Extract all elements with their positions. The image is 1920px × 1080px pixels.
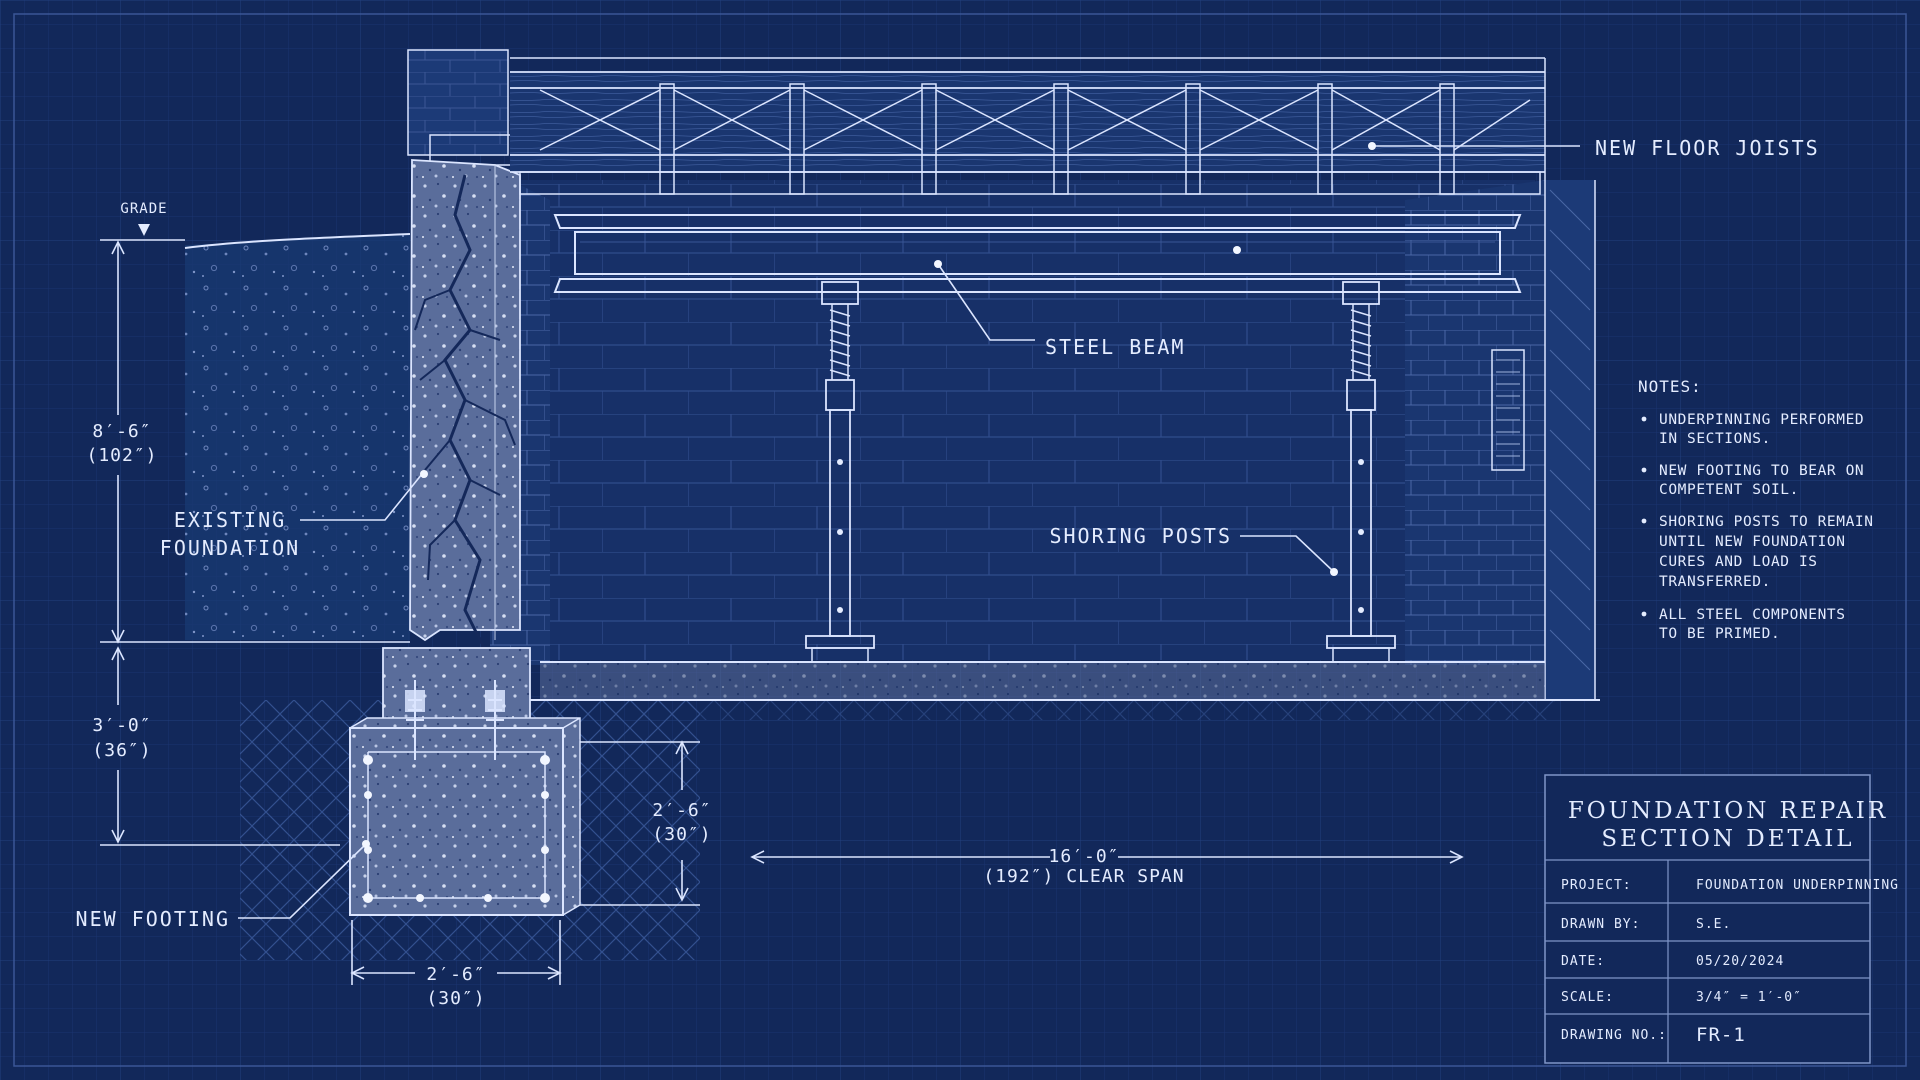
tb-key-drawing-no: DRAWING NO.:	[1561, 1028, 1667, 1043]
label-existing-foundation-2: FOUNDATION	[160, 536, 300, 560]
brick-sill	[407, 49, 531, 166]
tb-val-drawn-by: S.E.	[1696, 917, 1731, 932]
tb-key-scale: SCALE:	[1561, 990, 1614, 1005]
note-2-line-1: NEW FOOTING TO BEAR ON	[1659, 463, 1864, 479]
label-shoring-posts: SHORING POSTS	[1049, 524, 1232, 548]
label-existing-foundation-1: EXISTING	[174, 508, 286, 532]
notes-heading: NOTES:	[1638, 377, 1702, 396]
new-footing-block	[349, 680, 581, 916]
right-wall-section	[1544, 180, 1596, 700]
note-3-line-1: SHORING POSTS TO REMAIN	[1659, 514, 1874, 530]
dim-clear-span-ft: 16′-0″	[1048, 846, 1119, 867]
note-1-line-2: IN SECTIONS.	[1659, 431, 1771, 447]
note-1-line-1: UNDERPINNING PERFORMED	[1659, 412, 1864, 428]
title-line-2: SECTION DETAIL	[1601, 826, 1854, 852]
note-3-line-4: TRANSFERRED.	[1659, 574, 1771, 590]
dim-footing-depth-in: (36″)	[92, 740, 151, 761]
label-steel-beam: STEEL BEAM	[1045, 335, 1185, 359]
dim-footing-width-ft: 2′-6″	[426, 964, 485, 985]
soil-backfill	[184, 233, 411, 640]
tb-key-date: DATE:	[1561, 954, 1605, 969]
sheet-border	[13, 13, 1907, 1067]
tb-val-project: FOUNDATION UNDERPINNING	[1696, 878, 1899, 893]
floor-joist-assembly	[510, 57, 1546, 195]
title-line-1: FOUNDATION REPAIR	[1568, 798, 1888, 824]
title-block: FOUNDATION REPAIR SECTION DETAIL PROJECT…	[1544, 774, 1899, 1064]
shoring-post-right	[1326, 281, 1396, 663]
tb-key-project: PROJECT:	[1561, 878, 1632, 893]
tb-val-date: 05/20/2024	[1696, 954, 1784, 969]
note-4-line-1: ALL STEEL COMPONENTS	[1659, 607, 1846, 623]
dimension-lines	[100, 224, 1464, 985]
note-3-line-2: UNTIL NEW FOUNDATION	[1659, 534, 1846, 550]
label-new-footing: NEW FOOTING	[76, 907, 230, 931]
label-new-floor-joists: NEW FLOOR JOISTS	[1595, 136, 1820, 160]
dim-footing-width-in: (30″)	[426, 988, 485, 1009]
leader-lines	[238, 145, 1580, 919]
tb-val-drawing-no: FR-1	[1696, 1024, 1746, 1046]
shoring-post-left	[805, 281, 875, 663]
dim-footing-height-in: (30″)	[652, 824, 711, 845]
note-3-line-3: CURES AND LOAD IS	[1659, 554, 1818, 570]
tb-key-drawn-by: DRAWN BY:	[1561, 917, 1640, 932]
dim-wall-height-in: (102″)	[86, 445, 157, 466]
dim-wall-height-ft: 8′-6″	[92, 421, 151, 442]
basement-slab	[455, 661, 1600, 701]
notes-block: NOTES: UNDERPINNING PERFORMED IN SECTION…	[1638, 377, 1874, 642]
existing-foundation-wall	[382, 159, 531, 721]
note-2-line-2: COMPETENT SOIL.	[1659, 482, 1799, 498]
basement-back-wall	[490, 170, 1545, 665]
grade-label: GRADE	[120, 201, 167, 217]
tb-val-scale: 3/4″ = 1′-0″	[1696, 990, 1802, 1005]
steel-beam	[553, 214, 1522, 293]
note-4-line-2: TO BE PRIMED.	[1659, 626, 1780, 642]
dim-footing-height-ft: 2′-6″	[652, 800, 711, 821]
dim-clear-span-in: (192″) CLEAR SPAN	[983, 866, 1184, 887]
dim-footing-depth-ft: 3′-0″	[92, 715, 151, 736]
